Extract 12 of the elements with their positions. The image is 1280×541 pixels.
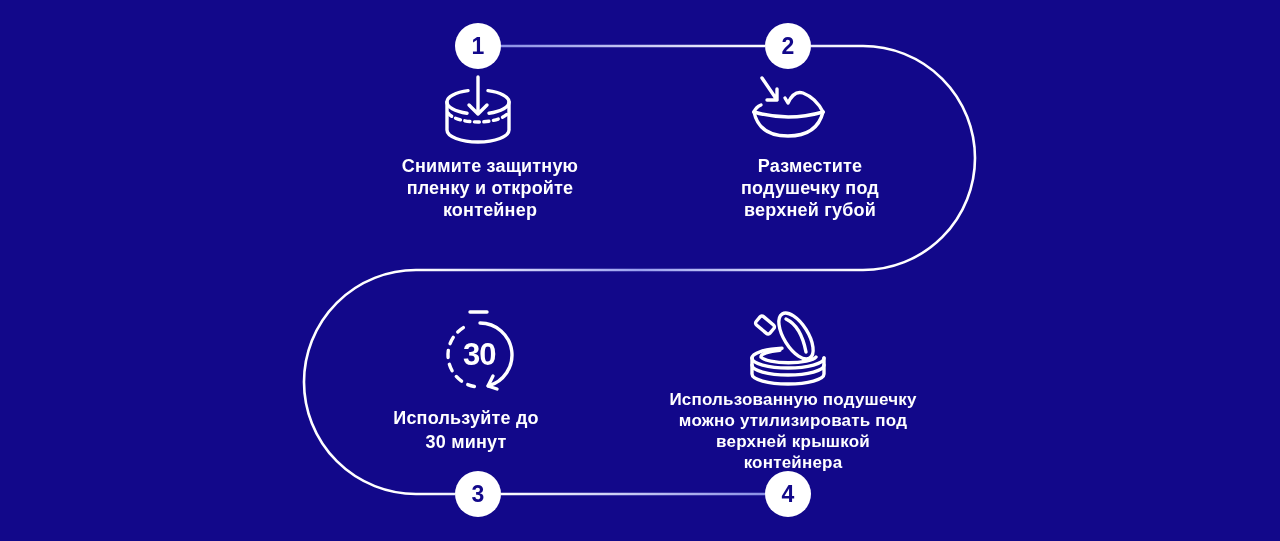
step-number-circle: 1 xyxy=(455,23,501,69)
step-description: Снимите защитную пленку и откройте контейнер xyxy=(400,155,580,221)
step-description: Используйте до 30 минут xyxy=(392,407,540,454)
step-number-circle: 2 xyxy=(765,23,811,69)
timer-number: 30 xyxy=(463,338,496,370)
connector-line xyxy=(501,44,765,48)
step-number-circle: 4 xyxy=(765,471,811,517)
step-number-circle: 3 xyxy=(455,471,501,517)
step-description: Разместите подушечку под верхней губой xyxy=(740,155,880,221)
connector-line xyxy=(501,492,765,496)
connector-line xyxy=(302,44,977,496)
step-description: Использованную подушечку можно утилизировать под верхней крышкой контейнера xyxy=(668,389,918,473)
